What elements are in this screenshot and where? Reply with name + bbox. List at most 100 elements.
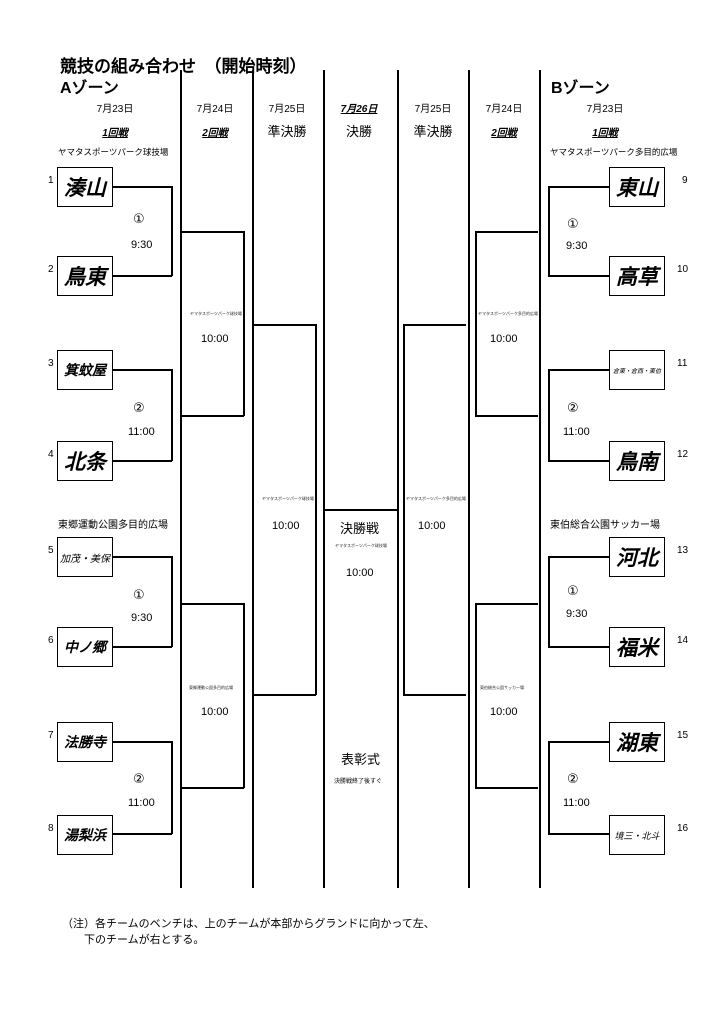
game-time: 9:30 [566, 608, 588, 620]
b-r2-date: 7月24日 [485, 104, 523, 115]
team-box-b14: 福米 [609, 627, 665, 667]
bracket-line [171, 556, 173, 647]
team-number: 11 [677, 358, 688, 369]
bracket-line [171, 369, 173, 461]
bracket-line [548, 556, 550, 647]
bracket-line [113, 833, 172, 835]
venue-b-bottom: 東伯総合公園サッカー場 [550, 520, 660, 531]
team-number: 4 [48, 449, 54, 460]
small-venue-label: ヤマタスポーツパーク球技場 [190, 311, 242, 316]
bracket-line [475, 787, 538, 789]
team-box-b16: 境三・北斗 [609, 815, 665, 855]
game-number: ② [567, 771, 579, 786]
game-number: ① [567, 583, 579, 598]
game-time: 11:00 [128, 797, 155, 809]
game-number: ① [133, 211, 145, 226]
small-venue-label: ヤマタスポーツパーク多目的広場 [478, 311, 538, 316]
game-time: 9:30 [131, 612, 153, 624]
divider-line [252, 70, 254, 888]
bracket-line [403, 694, 466, 696]
game-number: ① [133, 587, 145, 602]
bracket-line [548, 275, 609, 277]
team-box-a1: 湊山 [57, 167, 113, 207]
round2-time: 10:00 [201, 333, 229, 345]
b-sf-round: 準決勝 [413, 124, 453, 139]
game-number: ① [567, 216, 579, 231]
team-box-a5: 加茂・美保 [57, 537, 113, 577]
footnote-line-2: 下のチームが右とする。 [84, 934, 205, 946]
bracket-line [475, 231, 538, 233]
game-number: ② [567, 400, 579, 415]
bracket-line [548, 186, 550, 276]
bracket-line [113, 186, 172, 188]
bracket-line [548, 369, 550, 461]
bracket-line [253, 694, 316, 696]
team-box-a6: 中ノ郷 [57, 627, 113, 667]
team-number: 14 [677, 635, 689, 646]
bracket-line [171, 186, 173, 276]
a-r2-round: 2回戦 [202, 128, 228, 139]
bracket-line [181, 787, 244, 789]
team-box-a3: 箕蚊屋 [57, 350, 113, 390]
b-sf-date: 7月25日 [414, 104, 452, 115]
game-number: ② [133, 400, 145, 415]
bracket-line [113, 460, 172, 462]
team-number: 2 [48, 264, 54, 275]
final-line [324, 509, 397, 511]
bracket-line [403, 324, 405, 695]
bracket-line [243, 603, 245, 788]
a-r2-date: 7月24日 [196, 104, 234, 115]
venue-b-top: ヤマタスポーツパーク多目的広場 [550, 147, 678, 157]
bracket-line [113, 556, 172, 558]
small-venue-label: 東伯総合公園サッカー場 [480, 685, 524, 690]
team-box-a2: 鳥東 [57, 256, 113, 296]
b-r2-round: 2回戦 [491, 128, 517, 139]
team-box-b9: 東山 [609, 167, 665, 207]
team-number: 1 [48, 175, 54, 186]
bracket-line [243, 231, 245, 416]
venue-a-top: ヤマタスポーツパーク球技場 [58, 147, 169, 157]
a-r1-round: 1回戦 [102, 128, 128, 139]
final-date: 7月26日 [340, 104, 378, 115]
game-time: 11:00 [128, 426, 155, 438]
team-number: 5 [48, 545, 54, 556]
bracket-line [475, 603, 538, 605]
team-number: 10 [677, 264, 689, 275]
bracket-line [315, 324, 317, 695]
a-r1-date: 7月23日 [96, 104, 134, 115]
divider-line [180, 70, 182, 888]
small-venue-label: ヤマタスポーツパーク球技場 [335, 543, 387, 548]
bracket-line [548, 556, 609, 558]
team-number: 16 [677, 823, 689, 834]
team-number: 9 [682, 175, 688, 186]
bracket-line [548, 833, 609, 835]
zone-b-label: Bゾーン [551, 80, 610, 97]
ceremony-label: 表彰式 [341, 752, 381, 767]
bracket-line [113, 741, 172, 743]
bracket-line [113, 275, 172, 277]
b-r1-date: 7月23日 [586, 104, 624, 115]
small-venue-label: 東郷運動公園多目的広場 [189, 685, 233, 690]
ceremony-note: 決勝戦終了後すぐ [334, 779, 383, 785]
a-sf-round: 準決勝 [267, 124, 307, 139]
bracket-line [181, 415, 244, 417]
bracket-line [253, 324, 316, 326]
bracket-line [181, 603, 244, 605]
bracket-line [403, 324, 466, 326]
game-number: ② [133, 771, 145, 786]
bracket-line [548, 741, 550, 834]
team-box-a8: 湯梨浜 [57, 815, 113, 855]
bracket-line [548, 646, 609, 648]
round2-time: 10:00 [490, 706, 518, 718]
team-number: 15 [677, 730, 689, 741]
bracket-line [548, 741, 609, 743]
team-box-b15: 湖東 [609, 722, 665, 762]
small-venue-label: ヤマタスポーツパーク球技場 [262, 496, 314, 501]
bracket-line [475, 415, 538, 417]
small-venue-label: ヤマタスポーツパーク多目的広場 [406, 496, 466, 501]
bracket-line [113, 369, 172, 371]
team-box-a7: 法勝寺 [57, 722, 113, 762]
team-box-b10: 高草 [609, 256, 665, 296]
bracket-line [181, 231, 244, 233]
divider-line [397, 70, 399, 888]
